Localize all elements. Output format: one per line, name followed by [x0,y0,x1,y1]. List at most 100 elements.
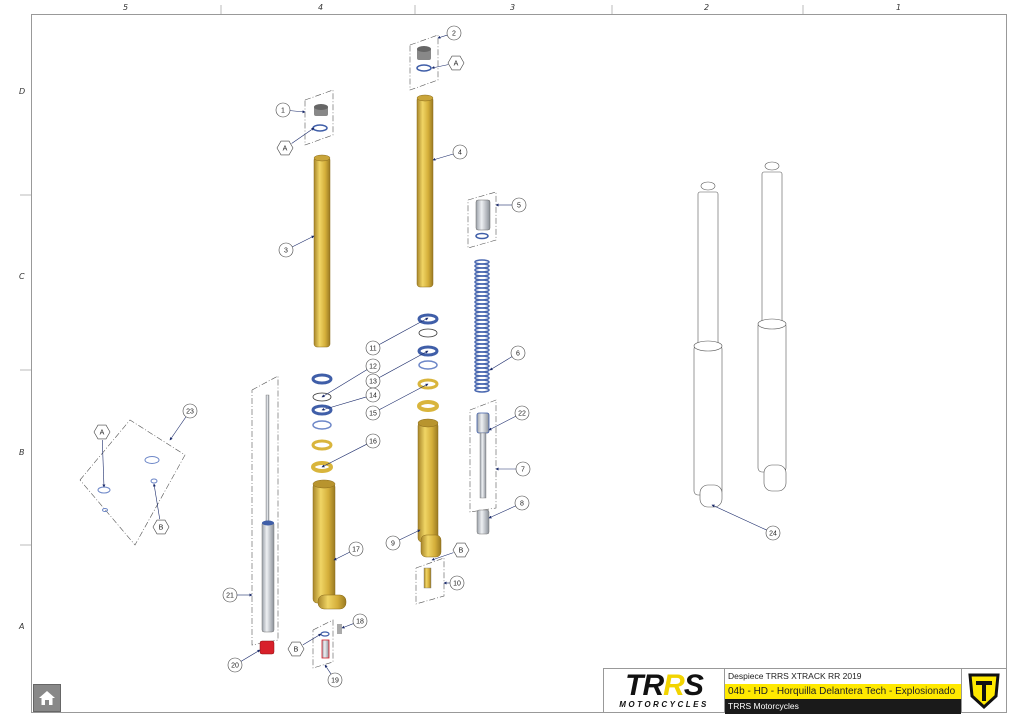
callout-3[interactable]: 3 [278,235,315,258]
seal-ring [418,328,438,338]
callout-22[interactable]: 22 [488,405,530,431]
callout-6[interactable]: 6 [489,345,526,371]
spring-coil [474,387,490,393]
callout-circle [385,535,401,551]
zone-col-2: 2 [704,3,710,12]
seal-ring [417,378,439,390]
callout-12[interactable]: 12 [321,358,381,398]
part-top-cap-left [312,104,328,132]
logo-subtitle: MOTORCYCLES [619,700,709,709]
leader-line [289,110,306,114]
logo-wordmark: TRRS [625,669,704,702]
part-lower-leg-left [312,479,347,610]
callout-13[interactable]: 13 [365,350,429,389]
callout-circle [365,358,381,374]
home-button[interactable] [33,684,61,712]
callout-21[interactable]: 21 [222,587,253,603]
callout-circle [352,613,368,629]
part-red-nut [259,640,275,655]
callout-label: 23 [186,409,194,416]
zone-row-b: B [19,448,25,457]
leader-line [432,153,454,161]
callout-hexagon [447,55,465,71]
part-seal-kit [79,419,186,546]
callout-circle [365,433,381,449]
callout-16[interactable]: 16 [321,433,381,468]
zone-ticks [20,5,804,546]
leader-line [324,664,332,675]
group-outline [415,557,445,605]
callout-A[interactable]: A [431,55,465,71]
leader-line [379,383,429,411]
leader-line [292,235,315,248]
callout-23[interactable]: 23 [169,403,198,441]
callout-2[interactable]: 2 [437,25,462,41]
callout-hexagon [93,424,111,440]
part-top-cap-right [416,46,432,72]
drawing-frame [31,14,1007,713]
callout-label: 5 [517,203,521,210]
callout-label: A [283,146,288,153]
leader-line [321,443,367,468]
home-icon [39,691,55,705]
part-cartridge-top [475,199,491,240]
callout-17[interactable]: 17 [333,541,364,561]
callout-4[interactable]: 4 [432,144,468,161]
seal-ring [417,400,439,412]
callout-19[interactable]: 19 [324,664,343,688]
callout-B[interactable]: B [287,633,322,657]
callout-8[interactable]: 8 [488,495,530,519]
callout-1[interactable]: 1 [275,102,306,118]
callout-hexagon [276,140,294,156]
callout-7[interactable]: 7 [495,461,531,477]
callout-circle [449,575,465,591]
callout-B[interactable]: B [152,483,170,535]
callout-label: 15 [369,411,377,418]
callout-label: 1 [281,108,285,115]
leader-line [101,439,106,488]
callout-A[interactable]: A [276,127,315,156]
callout-label: 2 [452,31,456,38]
leader-line [321,369,368,398]
callout-18[interactable]: 18 [341,613,368,629]
part-valve [321,639,330,659]
callout-label: 24 [769,531,777,538]
callout-B[interactable]: B [431,542,470,561]
callout-label: 10 [453,581,461,588]
leader-line [291,127,315,144]
trrs-shield-icon [962,669,1006,712]
callout-5[interactable]: 5 [495,197,527,213]
leader-line [333,551,350,561]
callout-20[interactable]: 20 [227,649,261,673]
callouts: 12AA34561112131415161722789B1018B1920212… [93,25,781,688]
callout-label: A [100,430,105,437]
callout-A[interactable]: A [93,424,111,488]
part-bolt [337,624,342,634]
assembled-fork-drawing [693,161,787,508]
leader-line [302,633,322,646]
callout-circle [275,102,291,118]
callout-24[interactable]: 24 [711,504,781,541]
seals-left [311,373,333,473]
callout-circle [515,461,531,477]
callout-label: 14 [369,393,377,400]
callout-11[interactable]: 11 [365,317,429,356]
callout-circle [222,587,238,603]
leader-line [711,504,767,531]
callout-label: A [454,61,459,68]
callout-10[interactable]: 10 [443,575,465,591]
part-bushing [476,509,490,535]
callout-9[interactable]: 9 [385,529,421,551]
group-outline [304,89,334,146]
zone-row-c: C [19,272,25,281]
callout-circle [511,197,527,213]
leader-line [431,64,449,69]
callout-circle [227,657,243,673]
callout-label: B [459,548,464,555]
part-lower-leg-right [417,418,442,558]
callout-14[interactable]: 14 [321,387,381,411]
leader-line [379,317,429,345]
callout-15[interactable]: 15 [365,383,429,421]
callout-hexagon [452,542,470,558]
part-damper-rod [261,394,275,633]
